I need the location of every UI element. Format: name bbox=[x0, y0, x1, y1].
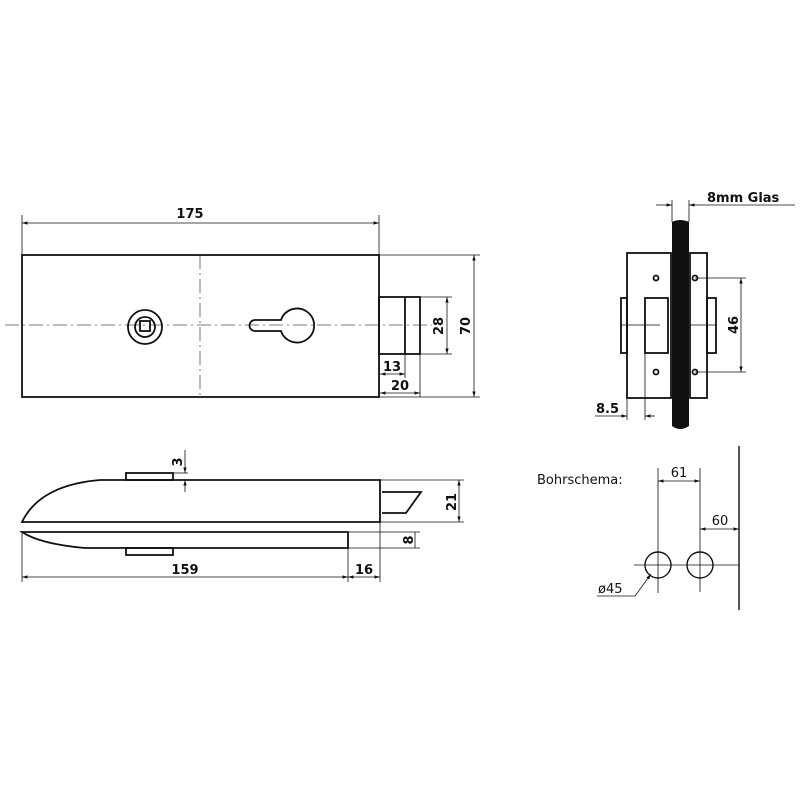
dim-16: 16 bbox=[355, 563, 373, 578]
dim-70: 70 bbox=[459, 317, 474, 335]
lock-plate-right bbox=[689, 252, 708, 399]
drill-hole bbox=[686, 551, 714, 579]
dim-60: 60 bbox=[712, 514, 729, 529]
dim-13: 13 bbox=[383, 360, 401, 375]
top-tab bbox=[125, 472, 174, 481]
dim-20: 20 bbox=[391, 379, 409, 394]
dim-28: 28 bbox=[432, 317, 447, 335]
glass-label: 8mm Glas bbox=[707, 191, 780, 206]
glass-pane bbox=[672, 220, 689, 429]
drilling-title: Bohrschema: bbox=[537, 473, 623, 488]
bottom-tab bbox=[125, 547, 174, 556]
lock-plate-left bbox=[626, 252, 672, 399]
lock-body-side bbox=[20, 479, 381, 523]
drill-hole bbox=[644, 551, 672, 579]
dim-8: 8 bbox=[402, 535, 417, 544]
latch-bolt-side bbox=[382, 491, 423, 514]
lock-body bbox=[21, 254, 380, 398]
drilling-scheme: Bohrschema: 61 60 ø45 bbox=[537, 446, 740, 610]
latch-bolt bbox=[378, 296, 421, 355]
dim-21: 21 bbox=[445, 493, 460, 511]
section-view: 8mm Glas 46 8.5 bbox=[595, 191, 795, 429]
keyhole-icon bbox=[248, 307, 315, 344]
dim-175: 175 bbox=[176, 207, 203, 222]
thumb-turn-icon bbox=[127, 309, 163, 345]
dim-61: 61 bbox=[671, 466, 688, 481]
dim-8-5: 8.5 bbox=[596, 402, 619, 417]
dim-3: 3 bbox=[171, 457, 186, 466]
counter-plate bbox=[19, 531, 349, 549]
dim-159: 159 bbox=[171, 563, 198, 578]
front-view: 175 70 28 13 20 bbox=[5, 207, 480, 398]
side-view: 3 21 8 159 16 bbox=[19, 450, 464, 582]
dim-46: 46 bbox=[727, 316, 742, 334]
dim-diameter: ø45 bbox=[598, 582, 623, 597]
